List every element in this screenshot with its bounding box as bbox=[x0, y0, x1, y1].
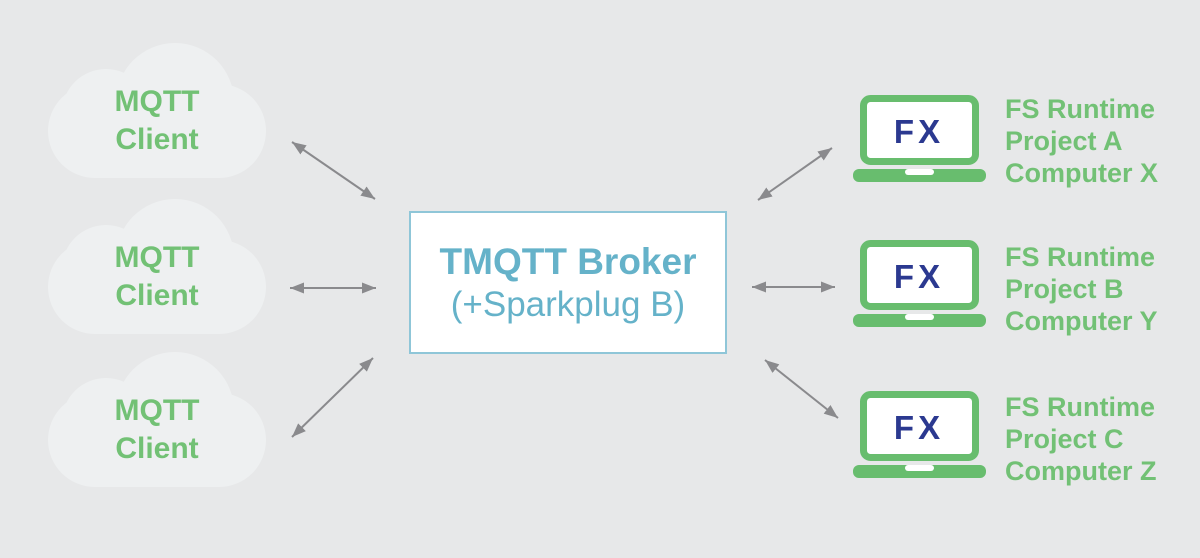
mqtt-client-label-line2: Client bbox=[115, 279, 199, 312]
laptop-base bbox=[853, 314, 986, 327]
runtime-label-line1: FS Runtime bbox=[1005, 94, 1156, 124]
mqtt-client-label: MQTT Client bbox=[48, 392, 266, 468]
fx-logo: FX bbox=[894, 258, 944, 295]
broker-node: TMQTT Broker (+Sparkplug B) bbox=[409, 211, 727, 354]
runtime-label-line3: Computer X bbox=[1005, 158, 1159, 188]
runtime-label-line1: FS Runtime bbox=[1005, 242, 1156, 272]
runtime-label-line1: FS Runtime bbox=[1005, 392, 1156, 422]
mqtt-client-label-line1: MQTT bbox=[114, 241, 200, 274]
laptop-screen bbox=[860, 240, 979, 310]
cloud-icon bbox=[48, 84, 266, 178]
mqtt-client-label: MQTT Client bbox=[48, 239, 266, 315]
cloud-icon bbox=[48, 240, 266, 334]
arrow-client3-broker bbox=[291, 357, 374, 438]
broker-subtitle: (+Sparkplug B) bbox=[450, 284, 686, 324]
broker-title: TMQTT Broker bbox=[439, 240, 697, 282]
cloud-icon bbox=[48, 393, 266, 487]
runtime-label-line3: Computer Y bbox=[1005, 306, 1158, 336]
runtime-label-line3: Computer Z bbox=[1005, 456, 1157, 486]
arrow-broker-runtime1 bbox=[757, 147, 833, 201]
runtime-label-1: FS Runtime Project A Computer X bbox=[1005, 93, 1158, 189]
mqtt-client-label-line2: Client bbox=[115, 123, 199, 156]
laptop-icon-2: FX bbox=[853, 240, 986, 327]
laptop-base bbox=[853, 169, 986, 182]
mqtt-client-label-line2: Client bbox=[115, 432, 199, 465]
runtime-label-line2: Project C bbox=[1005, 424, 1124, 454]
laptop-icon-3: FX bbox=[853, 391, 986, 478]
arrow-client1-broker bbox=[291, 141, 376, 200]
runtime-label-line2: Project B bbox=[1005, 274, 1124, 304]
mqtt-client-label-line1: MQTT bbox=[114, 85, 200, 118]
laptop-notch bbox=[905, 314, 934, 320]
laptop-icon-1: FX bbox=[853, 95, 986, 182]
mqtt-client-label: MQTT Client bbox=[48, 83, 266, 159]
mqtt-client-node-1: MQTT Client bbox=[48, 43, 266, 178]
fx-logo: FX bbox=[894, 113, 944, 150]
laptop-base bbox=[853, 465, 986, 478]
arrow-broker-runtime3 bbox=[764, 359, 839, 419]
mqtt-client-label-line1: MQTT bbox=[114, 394, 200, 427]
runtime-label-2: FS Runtime Project B Computer Y bbox=[1005, 241, 1158, 337]
laptop-notch bbox=[905, 169, 934, 175]
runtime-label-line2: Project A bbox=[1005, 126, 1123, 156]
mqtt-client-node-3: MQTT Client bbox=[48, 352, 266, 487]
fx-logo: FX bbox=[894, 409, 944, 446]
mqtt-client-node-2: MQTT Client bbox=[48, 199, 266, 334]
laptop-screen bbox=[860, 391, 979, 461]
laptop-notch bbox=[905, 465, 934, 471]
runtime-label-3: FS Runtime Project C Computer Z bbox=[1005, 391, 1157, 487]
laptop-screen bbox=[860, 95, 979, 165]
